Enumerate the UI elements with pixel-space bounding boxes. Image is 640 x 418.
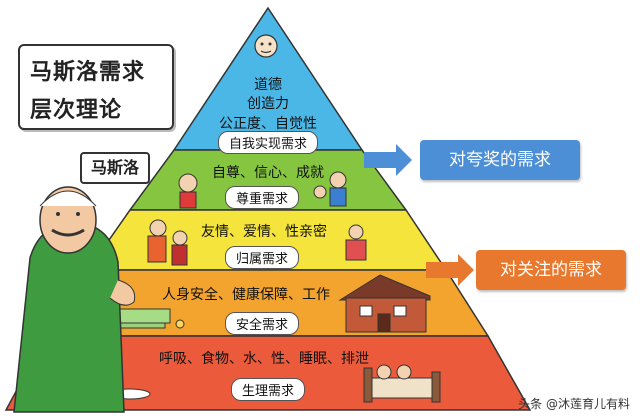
- money-icon: [114, 308, 185, 329]
- callout-attention: 对关注的需求: [476, 250, 626, 290]
- tier1-text-1: 道德: [254, 77, 282, 93]
- baby-icon: [345, 224, 367, 261]
- title-box: 马斯洛需求 层次理论: [18, 44, 174, 130]
- maslow-label: 马斯洛: [80, 152, 150, 184]
- arrow-praise: [364, 144, 412, 176]
- couple-icon: [147, 219, 188, 266]
- watermark: 头条 @沐莲育儿有料: [518, 397, 630, 411]
- thinker-icon: [254, 34, 278, 58]
- tier2-text: 自尊、信心、成就: [212, 165, 324, 181]
- tier1-text-2: 创造力: [247, 96, 289, 112]
- tier4-label: 安全需求: [224, 312, 300, 335]
- tier3-label: 归属需求: [224, 246, 300, 269]
- family-icon: [313, 171, 347, 207]
- person-icon: [178, 173, 198, 209]
- bed-icon: [363, 364, 441, 403]
- tier5-label: 生理需求: [230, 378, 306, 401]
- title-line-2: 层次理论: [30, 98, 123, 123]
- arrow-attention: [426, 254, 474, 286]
- title-line-1: 马斯洛需求: [30, 60, 146, 85]
- callout-praise: 对夸奖的需求: [420, 140, 580, 180]
- tier1-label: 自我实现需求: [217, 131, 319, 154]
- house-icon: [338, 274, 431, 333]
- tier4-text: 人身安全、健康保障、工作: [162, 287, 330, 303]
- tier2-label: 尊重需求: [224, 186, 300, 209]
- tier3-text: 友情、爱情、性亲密: [201, 224, 327, 240]
- maslow-figure: [13, 186, 136, 413]
- tier1-text-3: 公正度、自觉性: [219, 116, 317, 132]
- tier5-text: 呼吸、食物、水、性、睡眠、排泄: [159, 351, 369, 367]
